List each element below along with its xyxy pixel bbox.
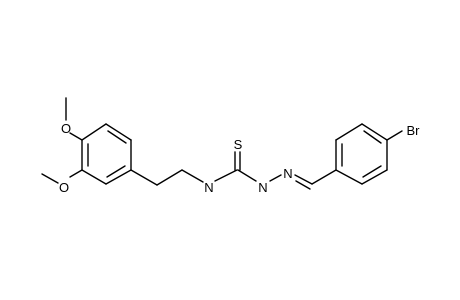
bond (105, 123, 132, 141)
bond (269, 174, 282, 182)
bromine-atom: Br (407, 123, 421, 138)
bond (69, 169, 83, 178)
nitrogen-atom-hydrazide: N (258, 180, 267, 195)
bond (130, 169, 158, 186)
sulfur-atom: S (234, 137, 243, 152)
double-bond-inner (362, 165, 382, 178)
bond (311, 169, 337, 185)
double-bond-inner (107, 130, 127, 144)
bond (335, 169, 363, 185)
bond (214, 169, 238, 182)
bond (361, 123, 388, 141)
bond (41, 173, 59, 184)
bond (69, 132, 83, 141)
double-bond-inner (363, 130, 382, 144)
bond (294, 174, 313, 185)
bond (361, 169, 388, 185)
bond (181, 169, 204, 183)
thiourea-core (214, 151, 257, 182)
bond (335, 123, 363, 141)
bromophenyl-ring (335, 123, 403, 185)
bond (386, 130, 403, 141)
hydrazone-linkage (269, 169, 337, 190)
bond (81, 169, 107, 185)
oxygen-atom-bottom: O (59, 180, 69, 195)
bond (237, 169, 257, 182)
bond (105, 169, 132, 185)
bond (81, 123, 107, 141)
nitrogen-atom-amine: N (204, 180, 213, 195)
nitrogen-atom-imine: N (283, 166, 292, 181)
methoxy-groups (41, 97, 83, 184)
double-bond-inner (106, 165, 126, 178)
dimethoxyphenyl-ring (81, 123, 132, 185)
oxygen-atom-top: O (61, 121, 71, 136)
bond (156, 169, 183, 186)
double-bond (295, 180, 311, 190)
ethyl-linker (130, 169, 204, 186)
